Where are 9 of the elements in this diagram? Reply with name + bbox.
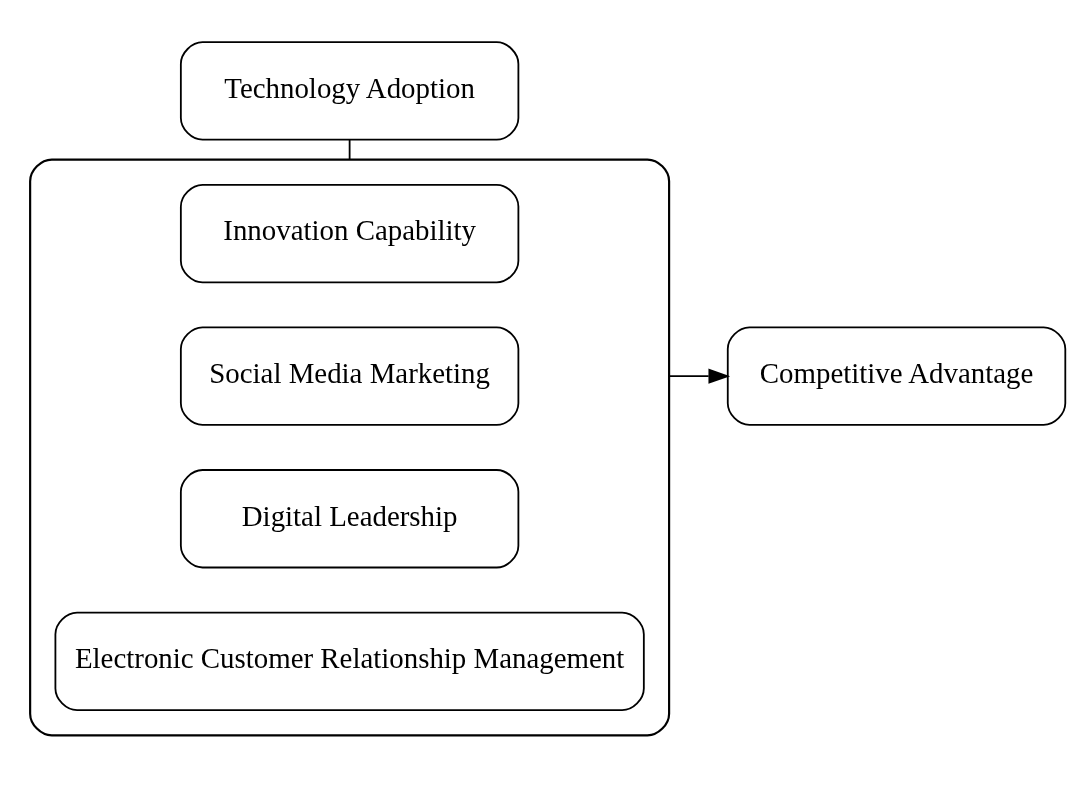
node-box: Innovation Capability [179, 183, 520, 284]
node-box: Electronic Customer Relationship Management [54, 611, 645, 711]
connector [348, 138, 351, 161]
cluster [29, 158, 671, 737]
node-box: Competitive Advantage [726, 326, 1067, 426]
node-box: Digital Leadership [179, 469, 520, 569]
arrow [668, 368, 731, 384]
node-box: Social Media Marketing [179, 326, 520, 426]
node-box: Technology Adoption [179, 41, 520, 141]
